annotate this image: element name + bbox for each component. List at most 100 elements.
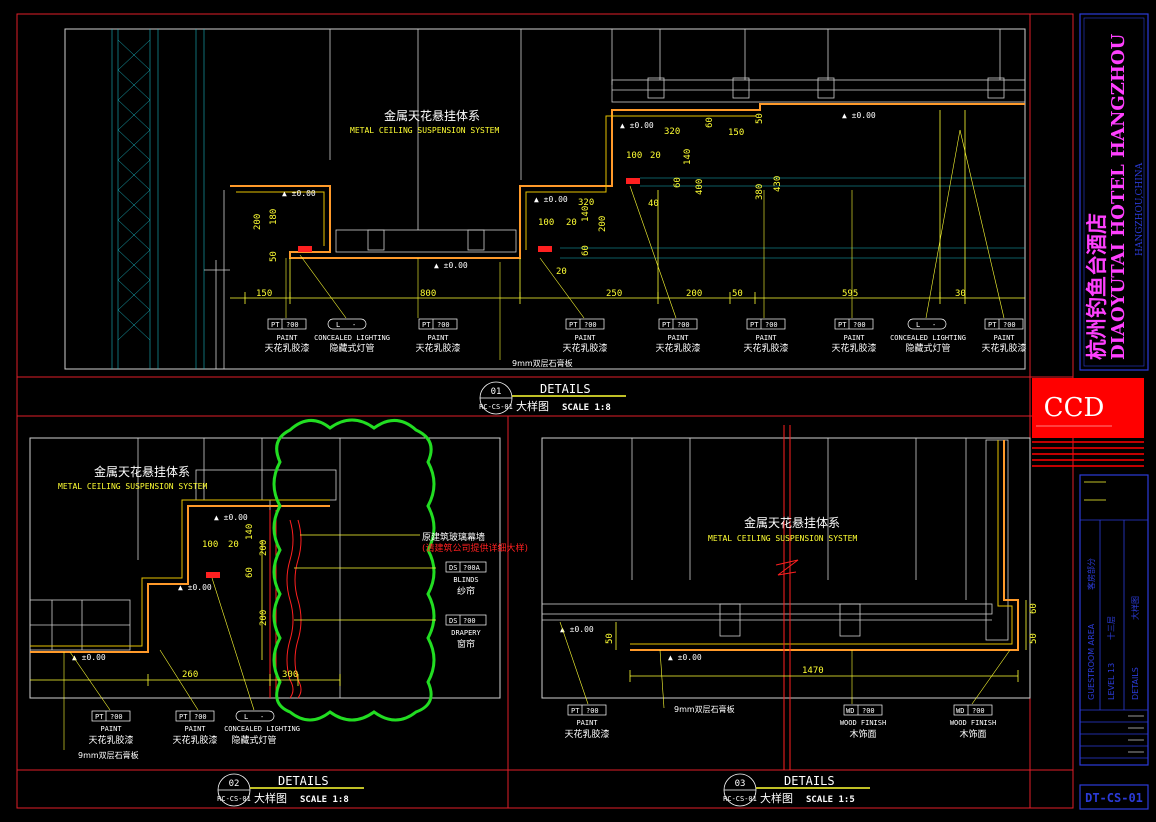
finish-tag: WD ?00 WOOD FINISH 木饰面 (840, 704, 886, 740)
dim-h: 800 (420, 289, 436, 299)
reference-lines (560, 177, 1025, 259)
dim-v: 20 (566, 218, 577, 228)
finish-tags: PT ?00 PAINT 天花乳胶漆 L - CONCEALED LIGHTIN… (264, 318, 1027, 354)
tag-code: PT (662, 321, 671, 329)
tag-en: PAINT (427, 334, 449, 342)
dim-v: 150 (728, 128, 744, 138)
finish-tag: PT ?00 PAINT 天花乳胶漆 (831, 318, 877, 354)
tag-en: PAINT (667, 334, 689, 342)
tag-num: ?00 (463, 617, 476, 625)
level-marker: ▲ ±0.00 (178, 583, 212, 592)
tag-cn: 天花乳胶漆 (743, 342, 788, 354)
tag-cn: 纱帘 (457, 585, 475, 597)
ceiling-profile (30, 505, 330, 653)
detail-scale: SCALE 1:8 (562, 403, 611, 413)
finish-tag: PT ?00 PAINT 天花乳胶漆 (172, 710, 218, 746)
tag-code: PT (571, 707, 580, 715)
drapery-tag: DS ?00 DRAPERY 窗帘 (445, 614, 487, 650)
finish-tag: PT ?00 PAINT 天花乳胶漆 (88, 710, 134, 746)
tag-num: ?00 (853, 321, 866, 329)
gypsum-note: 9mm双层石膏板 (674, 704, 735, 714)
dim-h: 50 (732, 289, 743, 299)
dim-v: 400 (695, 179, 705, 195)
detail-number: 01 (491, 387, 502, 397)
dim-v: 50 (755, 113, 765, 124)
tag-cn: 木饰面 (959, 728, 986, 740)
detail-01: 150 800 250 200 50 595 30 200 180 50 320… (64, 28, 1027, 415)
level-marker: ▲ ±0.00 (534, 195, 568, 204)
dims: 100 20 140 60 200 200 260 300 (182, 524, 298, 680)
revision-marks (1128, 715, 1144, 753)
tag-en: PAINT (755, 334, 777, 342)
finish-tags: PT ?00 PAINT 天花乳胶漆 WD ?00 WOOD FINISH 木饰… (564, 704, 996, 740)
tag-en: WOOD FINISH (950, 719, 996, 727)
detail-heading-cn: 金属天花悬挂体系 (384, 108, 480, 123)
tag-num: ?00 (110, 713, 123, 721)
tag-cn: 窗帘 (457, 638, 475, 650)
detail-title-03: 03 RC-CS-01 DETAILS 大样图 SCALE 1:5 (723, 773, 870, 807)
level-marker: ▲ ±0.00 (72, 653, 106, 662)
detail-scale: SCALE 1:8 (300, 795, 349, 805)
dim-v: 320 (664, 127, 680, 137)
detail-heading-en: METAL CEILING SUSPENSION SYSTEM (350, 126, 499, 135)
dimension-lines (30, 534, 436, 686)
detail-heading-cn: 金属天花悬挂体系 (744, 515, 840, 530)
dim: 60 (245, 567, 255, 578)
dimension-lines (615, 600, 1027, 682)
dim-v: 140 (581, 206, 591, 222)
detail-03: 金属天花悬挂体系 METAL CEILING SUSPENSION SYSTEM… (541, 425, 1039, 807)
tag-code: PT (988, 321, 997, 329)
tag-en: PAINT (276, 334, 298, 342)
sheet-en: DETAILS (1131, 667, 1140, 700)
dim: 60 (1029, 603, 1039, 614)
tag-num: ?00 (765, 321, 778, 329)
detail-heading-en: METAL CEILING SUSPENSION SYSTEM (708, 534, 857, 543)
dim-v: 60 (581, 245, 591, 256)
profile-channels (367, 77, 1005, 251)
dim-v: 180 (269, 209, 279, 225)
gypsum-note: 9mm双层石膏板 (78, 750, 139, 760)
ceiling-profile-inner (30, 499, 330, 647)
tag-cn: 天花乳胶漆 (88, 734, 133, 746)
tag-code: PT (569, 321, 578, 329)
info-text: GUESTROOM AREA 客房部分 LEVEL 13 十三层 DETAILS… (1086, 558, 1140, 700)
tag-code: PT (750, 321, 759, 329)
tag-num: ?00 (1003, 321, 1016, 329)
finish-tags: PT ?00 PAINT 天花乳胶漆 PT ?00 PAINT 天花乳胶漆 L … (88, 710, 300, 746)
dim-v: 60 (705, 117, 715, 128)
tag-code: PT (179, 713, 188, 721)
sheet-cn: 大样图 (1130, 596, 1140, 620)
ceiling-profile-inner (630, 440, 1013, 645)
dim: 300 (282, 670, 298, 680)
detail-heading-en: METAL CEILING SUSPENSION SYSTEM (58, 482, 207, 491)
dim-v: 20 (650, 151, 661, 161)
ceiling-profile-inner (236, 115, 756, 250)
level-marker: ▲ ±0.00 (214, 513, 248, 522)
tag-cn: 木饰面 (849, 728, 876, 740)
curtain-wall-hatch (111, 29, 205, 369)
suspension-rods (137, 438, 263, 560)
suspension-rods (631, 438, 967, 600)
dim: 260 (182, 670, 198, 680)
revision-rows (1080, 721, 1148, 759)
area-en: GUESTROOM AREA (1087, 623, 1096, 700)
level-marker: ▲ ±0.00 (842, 111, 876, 120)
tag-cn: 天花乳胶漆 (562, 342, 607, 354)
tag-en: DRAPERY (451, 629, 481, 637)
hotel-name-en: DIAOYUTAI HOTEL HANGZHOU (1108, 33, 1129, 360)
detail-number: 03 (735, 779, 746, 789)
tag-code: PT (95, 713, 104, 721)
detail-title-01: 01 RC-CS-01 DETAILS 大样图 SCALE 1:8 (479, 381, 626, 415)
tag-code: WD (846, 707, 854, 715)
dim-h: 595 (842, 289, 858, 299)
detail-title-02: 02 RC-CS-01 DETAILS 大样图 SCALE 1:8 (217, 773, 364, 807)
tag-cn: 天花乳胶漆 (831, 342, 876, 354)
gypsum-note: 9mm双层石膏板 (512, 358, 573, 368)
detail-label: DETAILS (540, 382, 591, 396)
level-cn: 十三层 (1106, 616, 1116, 640)
detail-ref: RC-CS-01 (479, 403, 513, 411)
level-marker: ▲ ±0.00 (620, 121, 654, 130)
tag-num: ?00 (194, 713, 207, 721)
tag-cn: 隐藏式灯管 (905, 342, 950, 354)
